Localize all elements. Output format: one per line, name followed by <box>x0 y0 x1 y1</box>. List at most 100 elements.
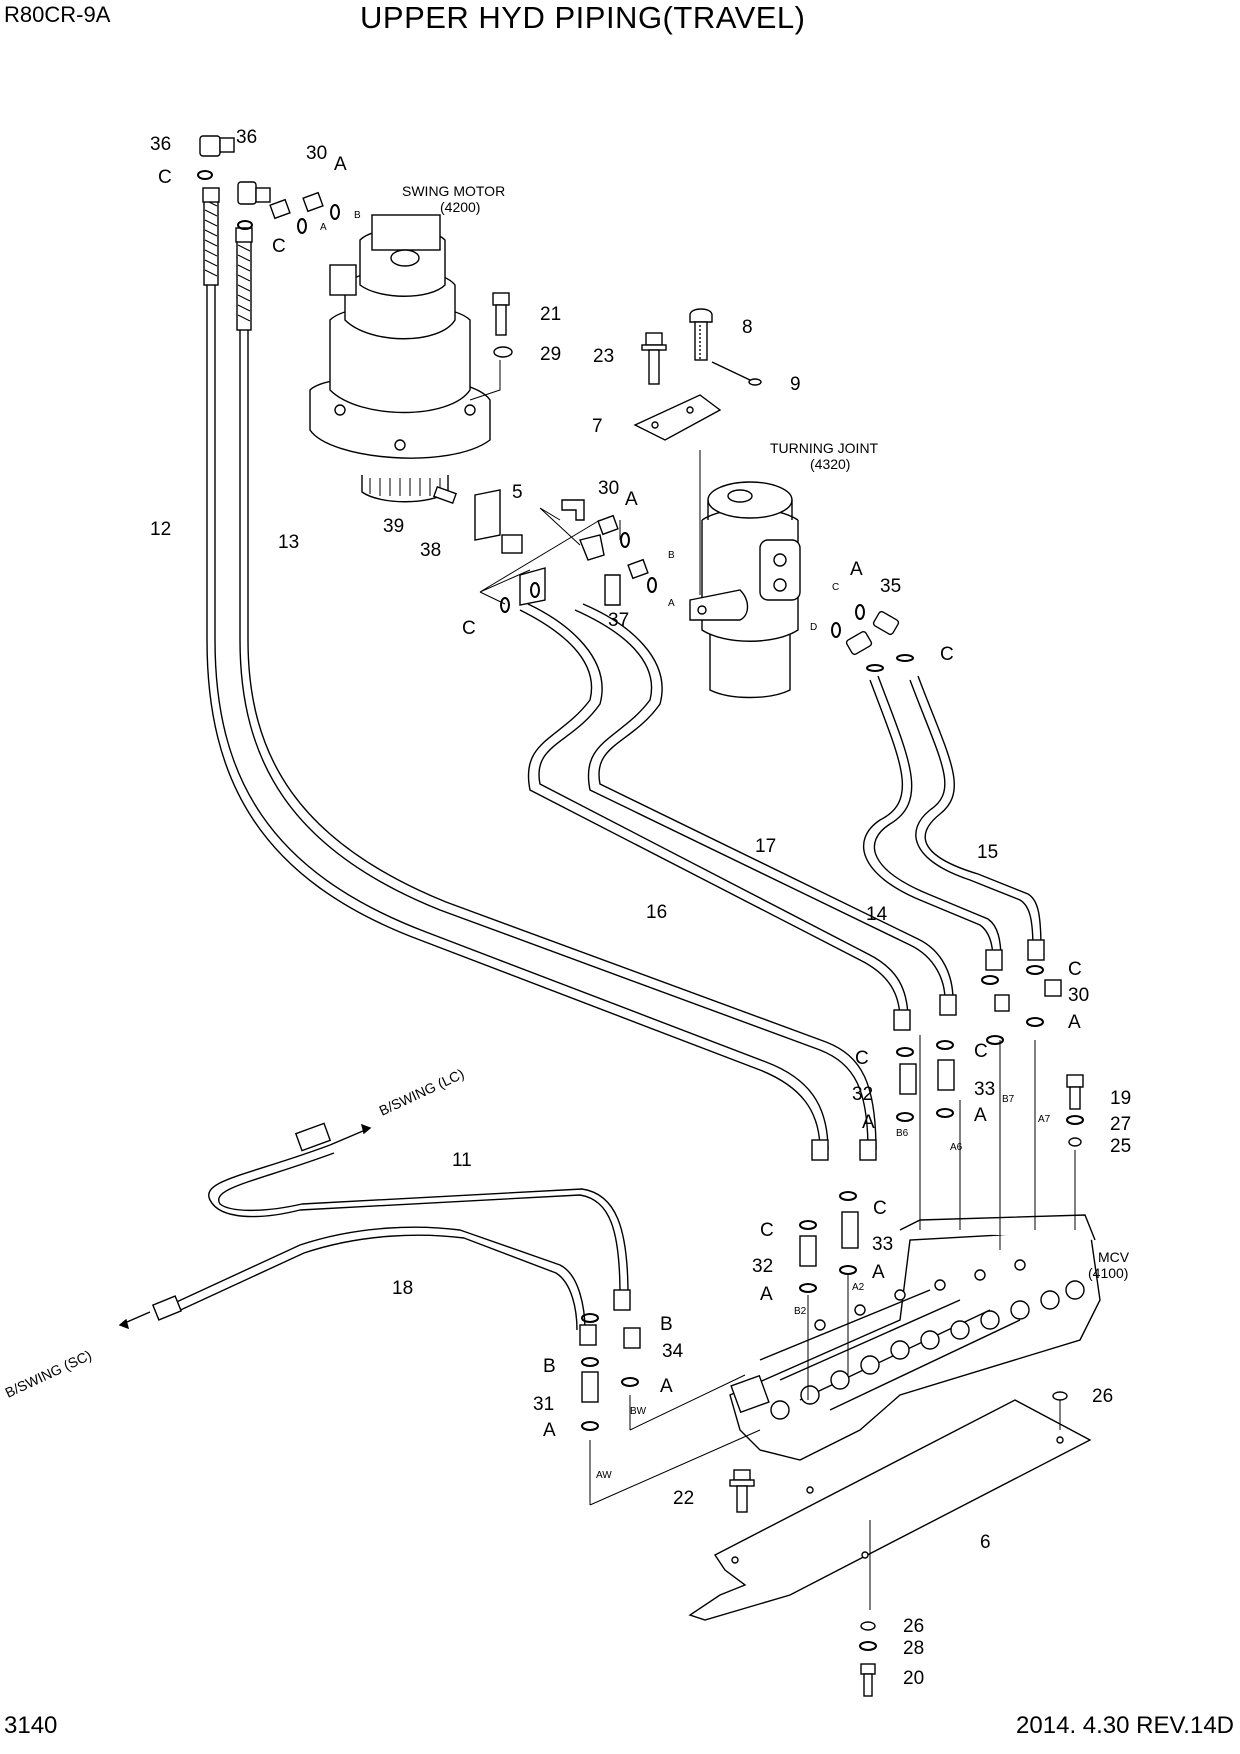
bolt-19 <box>1066 1074 1084 1110</box>
hose-17 <box>574 603 954 1001</box>
callout-B2: B <box>543 1356 556 1377</box>
callout-20: 20 <box>903 1668 924 1689</box>
hose-13 <box>236 239 877 1151</box>
hose-fittings <box>151 187 1045 1346</box>
callout-31: 31 <box>533 1394 554 1415</box>
port-A2: A2 <box>852 1282 865 1293</box>
callout-26a: 26 <box>1092 1386 1113 1407</box>
plate-7 <box>633 394 722 441</box>
callout-30b: 30 <box>598 478 619 499</box>
turning-joint-label: TURNING JOINT <box>770 440 879 456</box>
callout-23: 23 <box>593 346 614 367</box>
callout-14: 14 <box>866 904 888 925</box>
callout-37: 37 <box>608 610 629 631</box>
elbows-5 <box>561 499 605 561</box>
mcv-valve <box>729 1214 1101 1461</box>
callout-C5: C <box>1068 959 1082 980</box>
callout-29: 29 <box>540 344 561 365</box>
fitting-39 <box>432 485 458 505</box>
hose-11 <box>208 1144 629 1296</box>
washer-27 <box>1066 1115 1084 1125</box>
arrow-b-swing-lc <box>329 1123 372 1146</box>
swing-motor-label: SWING MOTOR <box>402 183 505 199</box>
callout-30a: 30 <box>306 143 327 164</box>
pin-8 <box>689 308 713 361</box>
port-B2: B2 <box>794 1306 807 1317</box>
port-B-motor: B <box>354 210 361 221</box>
callout-C3: C <box>462 618 476 639</box>
callout-A9: A <box>660 1376 673 1397</box>
turning-joint-code: (4320) <box>810 456 850 472</box>
port-B6: B6 <box>896 1128 909 1139</box>
port-B-joint: B <box>668 550 675 561</box>
port-A6: A6 <box>950 1142 963 1153</box>
hose-16 <box>519 603 909 1021</box>
callout-18: 18 <box>392 1278 413 1299</box>
callout-32b: 32 <box>752 1256 773 1277</box>
dest-b-swing-sc: B/SWING (SC) <box>3 1347 94 1401</box>
port-A-joint: A <box>668 598 675 609</box>
washer-28 <box>859 1641 877 1651</box>
component-labels: SWING MOTOR (4200) TURNING JOINT (4320) … <box>3 183 1130 1401</box>
callout-21: 21 <box>540 304 561 325</box>
callout-C7: C <box>974 1041 988 1062</box>
hose-12 <box>203 190 829 1151</box>
port-C-joint: C <box>832 582 839 593</box>
callout-38: 38 <box>420 540 441 561</box>
callout-28: 28 <box>903 1638 924 1659</box>
callout-13: 13 <box>278 532 299 553</box>
callout-39: 39 <box>383 516 404 537</box>
washer-25 <box>1068 1137 1082 1147</box>
washer-29 <box>493 346 513 358</box>
callout-5: 5 <box>512 482 523 503</box>
port-A7: A7 <box>1038 1114 1051 1125</box>
callout-36a: 36 <box>150 134 171 155</box>
callout-19: 19 <box>1110 1088 1131 1109</box>
o-rings <box>197 170 1044 1431</box>
adapters-30 <box>269 191 1062 1012</box>
callout-26b: 26 <box>903 1616 924 1637</box>
callout-27: 27 <box>1110 1114 1131 1135</box>
washer-26b <box>860 1621 876 1631</box>
mcv-code: (4100) <box>1088 1265 1128 1281</box>
callout-9: 9 <box>790 374 801 395</box>
callout-36b: 36 <box>236 127 257 148</box>
bolt-22 <box>729 1469 755 1513</box>
mcv-label: MCV <box>1098 1249 1130 1265</box>
callout-16: 16 <box>646 902 667 923</box>
callout-22: 22 <box>673 1488 694 1509</box>
callout-A6: A <box>974 1105 987 1126</box>
callout-30c: 30 <box>1068 985 1089 1006</box>
arrow-b-swing-sc <box>118 1311 151 1330</box>
callout-15: 15 <box>977 842 998 863</box>
callout-33a: 33 <box>974 1079 995 1100</box>
callout-12: 12 <box>150 519 171 540</box>
base-plate-6 <box>688 1399 1092 1621</box>
callout-33b: 33 <box>872 1234 893 1255</box>
callout-C2: C <box>272 236 286 257</box>
port-labels: B A B A C D B7 A7 B6 A6 A2 B2 BW AW <box>320 210 1051 1481</box>
callout-A1: A <box>334 154 347 175</box>
port-BW: BW <box>630 1406 647 1417</box>
callout-8: 8 <box>742 317 753 338</box>
callout-32a: 32 <box>852 1084 873 1105</box>
pin-9 <box>711 361 762 386</box>
hose-18 <box>169 1226 586 1331</box>
swing-motor <box>309 214 491 503</box>
callout-C4: C <box>940 644 954 665</box>
callout-C8: C <box>873 1198 887 1219</box>
callout-34: 34 <box>662 1341 684 1362</box>
revision-date: 2014. 4.30 REV.14D <box>1016 1712 1234 1739</box>
bolt-23 <box>641 332 667 385</box>
turning-joint <box>689 481 801 699</box>
callout-17: 17 <box>755 836 776 857</box>
callout-numbers: 36 36 30 A C C 21 29 8 23 9 7 5 30 A 39 … <box>150 127 1131 1689</box>
page-title: UPPER HYD PIPING(TRAVEL) <box>360 0 806 35</box>
swing-motor-code: (4200) <box>440 199 480 215</box>
hose-15 <box>909 675 1042 951</box>
callout-B1: B <box>660 1314 673 1335</box>
washer-26a <box>1052 1391 1068 1401</box>
callout-A3: A <box>850 559 863 580</box>
elbow-36 <box>199 135 271 205</box>
callout-C1: C <box>158 167 172 188</box>
